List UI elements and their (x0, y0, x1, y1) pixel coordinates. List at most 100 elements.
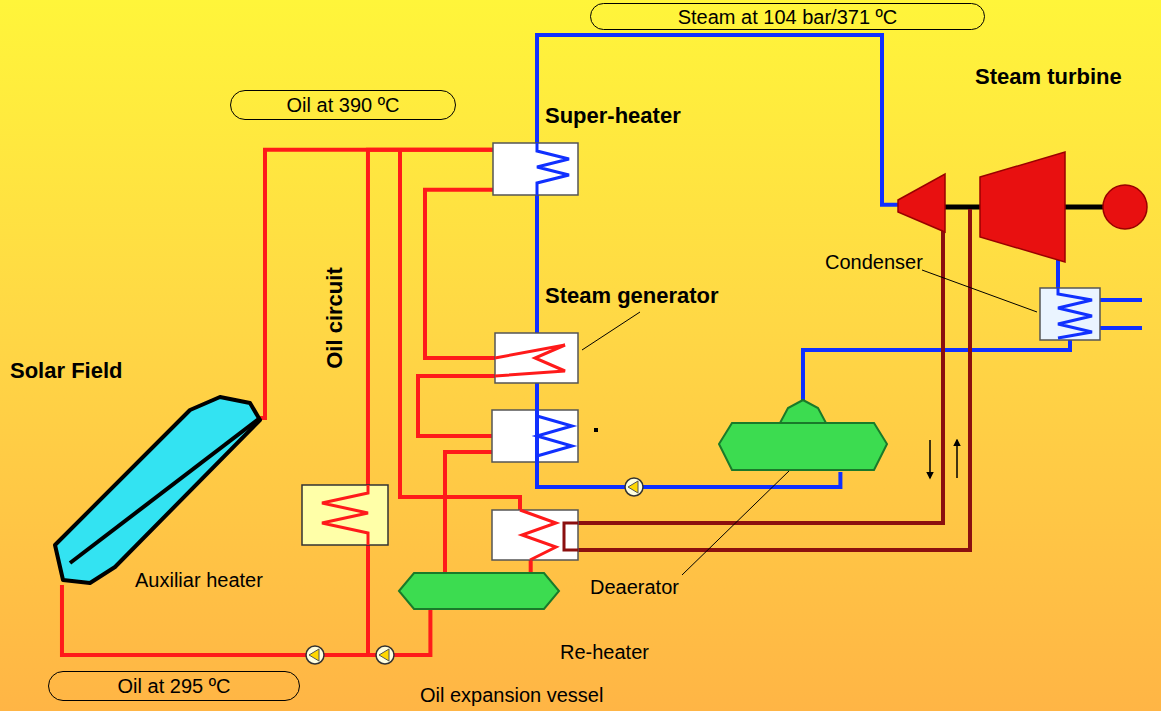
component-label: Super-heater (545, 103, 681, 128)
pipe-connector (1056, 262, 1060, 288)
component-label: Auxiliar heater (135, 569, 263, 591)
heater-box (302, 485, 388, 545)
shaft (945, 205, 980, 210)
rounded-tag: Oil at 390 ºC (230, 90, 456, 120)
pump-triangle (379, 649, 389, 661)
label-holder: Solar Field (10, 358, 122, 384)
deaerator-tank (719, 423, 887, 470)
cooling-pipe (1100, 326, 1142, 330)
oil-temperature: Oil at 390 ºC (287, 93, 400, 117)
re-heater: Re-heater (492, 510, 578, 560)
leader-lines (582, 270, 1037, 575)
oil-temperature: Oil at 295 ºC (118, 674, 231, 698)
oil-pipe (445, 452, 492, 572)
condenser: Condenser (1040, 288, 1100, 340)
pipe-connector (535, 195, 539, 333)
component-label: Steam turbine (975, 64, 1122, 89)
pump-symbol (376, 646, 394, 664)
lp-turbine (980, 152, 1065, 262)
pump-body (625, 478, 643, 496)
leader-line (582, 312, 640, 350)
condenser-coil (1058, 288, 1092, 338)
pump-triangle (628, 481, 638, 493)
condenser-shape (1040, 288, 1100, 340)
label-holder: Steam generator (545, 283, 719, 309)
condenser-box (1040, 288, 1100, 340)
steam-generator-shape (495, 333, 578, 383)
pump-symbol (306, 646, 324, 664)
deaerator-shape (718, 400, 888, 472)
trough-collector (55, 397, 260, 583)
oil-pipe (366, 545, 370, 655)
reheat-stub (968, 209, 972, 262)
flow-arrow-up (956, 440, 958, 478)
cooling-pipe (1100, 298, 1142, 302)
pump-symbol (625, 478, 643, 496)
exchanger-box (495, 333, 578, 383)
component-label: Condenser (825, 251, 923, 273)
component-label: Deaerator (590, 576, 679, 598)
deaerator: Deaerator (718, 400, 888, 472)
rounded-tag: Oil at 295 ºC (48, 671, 300, 701)
label-holder: Steam turbine (975, 64, 1122, 90)
component-label: Solar Field (10, 358, 122, 383)
pipe-connector (368, 150, 493, 485)
pipe-connector (803, 340, 1070, 400)
oil-coil (495, 345, 565, 376)
label-holder: Super-heater (545, 103, 681, 129)
super-heater-shape (493, 143, 578, 195)
steam-turbine: Steam turbine (898, 152, 1150, 262)
deaerator-dome (780, 400, 826, 423)
component-label: Steam generator (545, 283, 719, 308)
cooling-water (1100, 300, 1142, 328)
pipe-connector (529, 560, 533, 572)
leader-line (682, 470, 790, 575)
pipe-connector (537, 35, 898, 205)
component-label: Oil expansion vessel (420, 684, 603, 706)
pump-triangle (309, 649, 319, 661)
super-heater: Super-heater (493, 143, 578, 195)
label-holder: Condenser (825, 250, 923, 274)
dot-mark (594, 428, 598, 432)
pump-body (376, 646, 394, 664)
pipe-connector (425, 190, 495, 358)
receiver-tube (70, 418, 260, 563)
rounded-tag: Steam at 104 bar/371 ºC (590, 3, 985, 30)
pump-body (306, 646, 324, 664)
leader-line (922, 270, 1037, 312)
steam-coil (537, 143, 569, 195)
label-holder: Auxiliar heater (135, 568, 263, 592)
re-heater-shape (492, 510, 578, 560)
steam-generator: Steam generator (495, 333, 578, 383)
label-holder: Oil circuit (322, 267, 348, 368)
oil-pipe (418, 376, 495, 436)
label-holder: Re-heater (560, 640, 649, 664)
generator-circle (1103, 185, 1147, 229)
oil-expansion-vessel-shape (398, 572, 560, 610)
label-holder: Deaerator (590, 575, 679, 599)
oil-coil (520, 510, 556, 560)
shaft (1065, 205, 1104, 210)
reheat-stub (941, 230, 945, 262)
auxiliar-heater-shape (302, 485, 388, 545)
exchanger-box (493, 143, 578, 195)
vessel-shape (399, 573, 559, 609)
steam-loop (564, 523, 578, 550)
steam-turbine-shape (898, 152, 1150, 262)
flow-arrows (930, 440, 957, 478)
preheater-coil (537, 416, 572, 456)
label-holder: Oil expansion vessel (420, 683, 603, 707)
component-label: Re-heater (560, 641, 649, 663)
flow-arrow-down (929, 440, 931, 478)
auxiliar-heater: Auxiliar heater (302, 485, 388, 545)
solar-field-shape (55, 395, 260, 585)
circuit-title: Oil circuit (322, 267, 347, 368)
steam-condition: Steam at 104 bar/371 ºC (678, 5, 898, 29)
oil-coil (322, 485, 368, 545)
pipe-connector (62, 585, 430, 655)
oil-expansion-vessel: Oil expansion vessel (398, 572, 560, 610)
hp-turbine (898, 174, 945, 232)
solar-field: Solar Field (55, 395, 260, 585)
